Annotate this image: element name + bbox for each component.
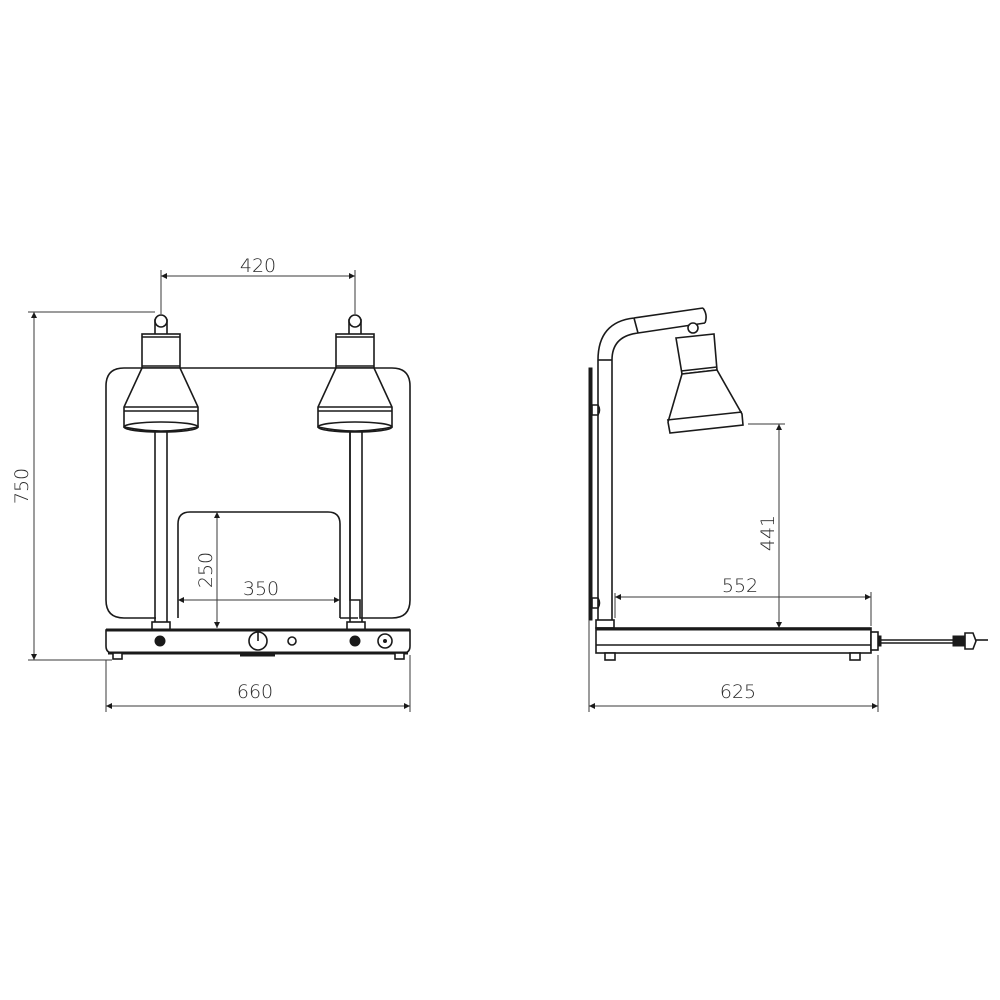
side-lamp-head [666,322,744,434]
back-panel [105,367,411,619]
dim-opening-height: 250 [195,552,217,588]
dim-overall-width: 660 [237,681,273,703]
switch-left-icon [154,635,166,647]
dim-overall-depth: 625 [720,681,756,703]
dim-opening-width: 350 [243,578,279,600]
serving-opening [177,511,341,618]
side-view [588,307,988,661]
power-socket-icon [377,633,393,649]
right-lamp-assembly [317,314,393,631]
side-base [595,619,882,661]
dim-usable-depth: 552 [722,575,758,597]
curved-pole [597,307,707,620]
dim-lamp-spacing: 420 [240,255,276,277]
left-lamp-assembly [123,314,199,631]
switch-right-icon [349,635,361,647]
base-unit [105,628,411,660]
plug-icon [952,635,966,647]
side-dimensions: 441 552 625 [588,423,879,712]
power-cord [881,632,988,650]
dim-overall-height: 750 [11,468,33,504]
front-view [105,314,411,660]
front-dimensions: 420 750 250 350 660 [11,255,411,712]
dim-lamp-height: 441 [757,515,779,551]
indicator-light-icon [287,636,297,646]
